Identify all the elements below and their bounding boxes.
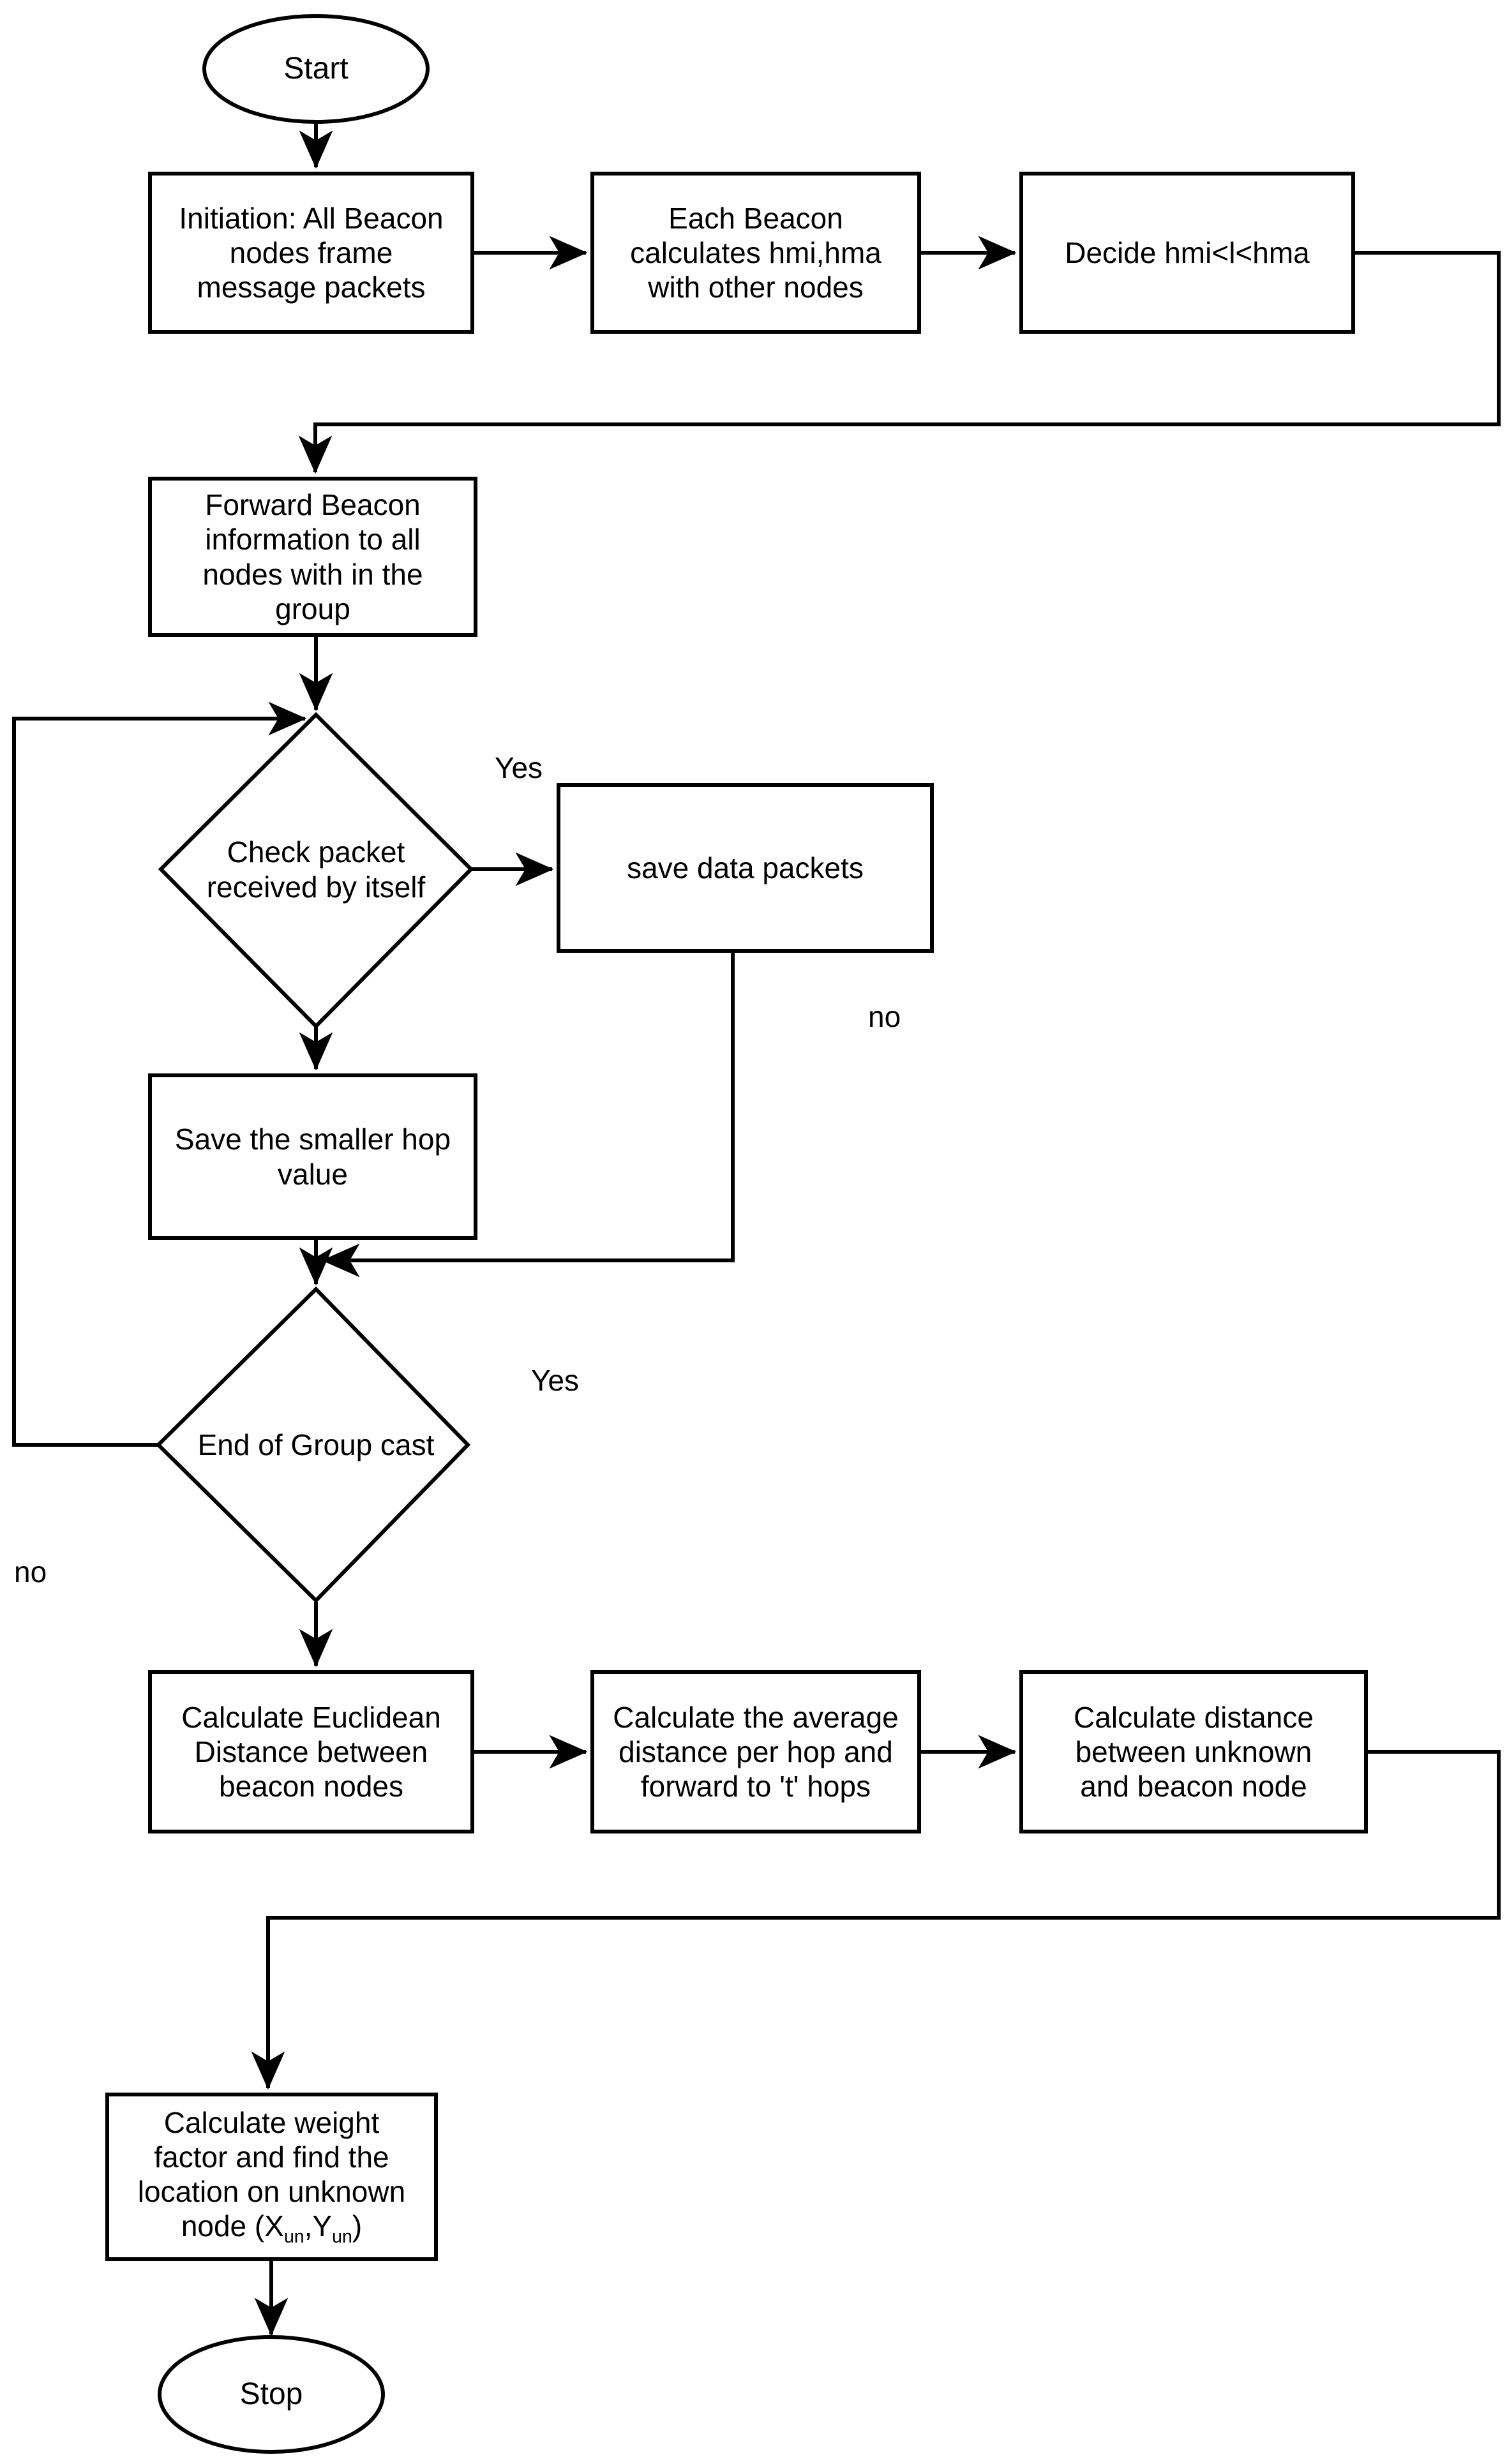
node-calc-euclidean-shape [148,1670,474,1833]
node-decide-shape [1019,172,1355,334]
edge-label-end-group-no: no [14,1555,47,1588]
node-calc-average-shape [590,1670,921,1833]
node-calc-weight-shape [105,2093,438,2261]
edge-calc-distance-to-calc-weight [251,1750,1501,2090]
node-save-smaller-hop-shape [148,1073,477,1240]
edge-label-end-group-yes: Yes [531,1364,580,1397]
node-initiation-shape [148,172,474,334]
edge-decide-to-forward-beacon [298,251,1501,474]
edge-label-check-packet-yes: Yes [495,751,543,784]
edge-label-check-packet-no: no [868,1000,901,1033]
edge-end-group-no-feedback [12,701,307,1447]
node-end-of-group-cast-shape [155,1286,471,1604]
node-start-shape [202,14,430,124]
node-forward-beacon-shape [148,477,477,637]
edge-save-data-to-group-trunk [321,951,735,1278]
node-each-beacon-shape [590,172,921,334]
node-stop-shape [158,2335,385,2454]
node-calc-distance-shape [1019,1670,1368,1833]
node-save-data-packets-shape [557,783,934,953]
node-check-packet-shape [158,712,474,1029]
